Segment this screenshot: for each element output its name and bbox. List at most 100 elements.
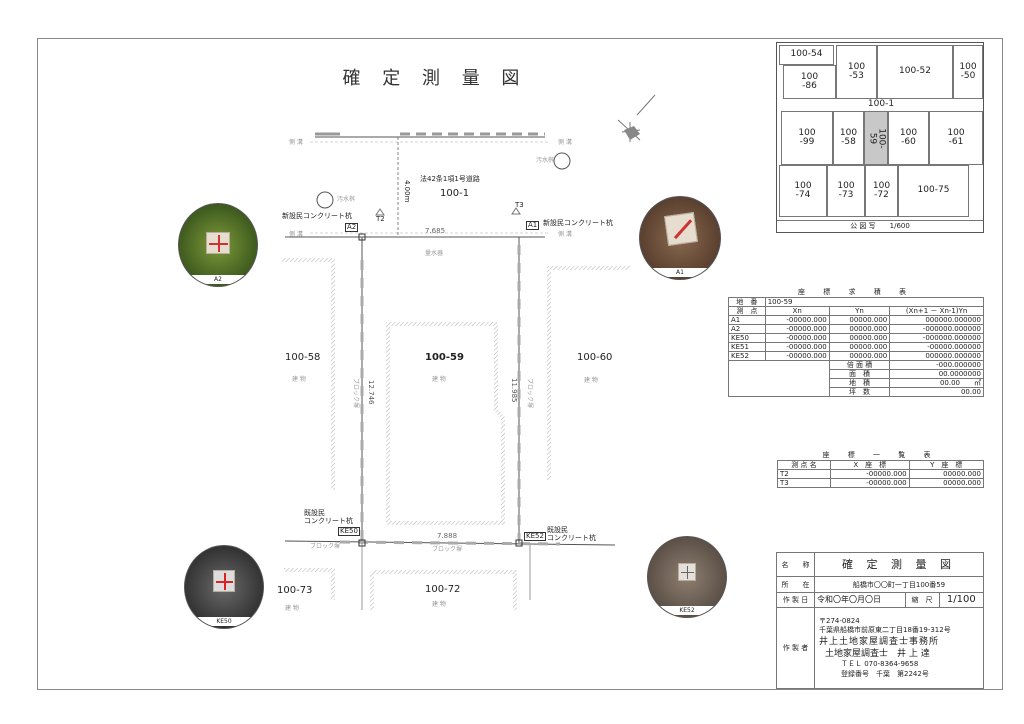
gutter-label: 側 溝	[558, 139, 572, 146]
parcel: 100 -58	[833, 111, 864, 165]
block-wall-label: ブロック塀	[310, 543, 341, 550]
surveyor-name: 土地家屋調査士 井 上 達	[825, 649, 930, 659]
existing-stake-label: 既設民	[304, 509, 325, 517]
table-cell: -00000.000	[764, 333, 830, 343]
scale-label: 縮 尺	[904, 592, 940, 608]
parcel: 100 -72	[865, 165, 898, 217]
building-label: 建 物	[432, 376, 446, 383]
col-header: Xn	[764, 306, 830, 316]
table-cell: 000000.000000	[889, 351, 984, 361]
table-cell: 00000.000	[828, 315, 891, 325]
new-stake-label: 新設民コンクリート杭	[282, 212, 352, 220]
dim-right: 11.985	[510, 378, 518, 403]
stake-photo-icon	[678, 563, 696, 581]
table-cell: -00000.000	[764, 351, 830, 361]
point-ke50: KE50	[338, 527, 360, 536]
sewer-manhole-icon	[316, 191, 334, 209]
gutter-label: 側 溝	[289, 139, 303, 146]
total-label: 倍 面 積	[828, 360, 891, 370]
road-label: 法42条1項1号道路	[420, 175, 480, 183]
point-a2: A2	[345, 223, 359, 232]
sewer-label: 汚水桝	[536, 157, 555, 164]
table-cell: -00000.000	[829, 478, 910, 488]
dim-top: 7.685	[425, 227, 446, 235]
table-cell: -00000.000000	[889, 342, 984, 352]
table-cell: -000000.000000	[889, 324, 984, 334]
sewer-manhole-icon	[553, 152, 571, 170]
building-label: 建 物	[292, 376, 306, 383]
point-t3: T3	[515, 201, 524, 209]
lot-label: 地 番	[728, 297, 766, 307]
location: 船橋市〇〇町一丁目100番59	[814, 576, 984, 593]
buildings	[282, 258, 630, 610]
parcel: 100 -99	[781, 111, 833, 165]
zip: 〒274-0824	[819, 616, 860, 625]
scale: 1/100	[938, 592, 985, 608]
key-map-caption: 公 図 写 1/600	[777, 220, 983, 232]
col-header: Y 座 標	[908, 460, 985, 470]
lot-100-73: 100-73	[277, 585, 313, 596]
photo-a1[interactable]: A1	[639, 196, 721, 280]
table-cell: 00000.000	[828, 333, 891, 343]
office-name: 井上土地家屋調査士事務所	[819, 636, 940, 647]
table-cell: A2	[728, 324, 766, 334]
name-label: 名 称	[776, 552, 815, 577]
table-cell: -00000.000	[764, 342, 830, 352]
lot-boundary	[284, 233, 616, 610]
address: 千葉県船橋市前原東二丁目18番19-312号	[819, 626, 951, 635]
existing-stake-label: コンクリート杭	[547, 534, 596, 542]
lot-100-72: 100-72	[425, 584, 461, 595]
total-label: 面 積	[828, 369, 891, 379]
road-width: 4.00m	[403, 180, 411, 203]
table-cell: -000000.000000	[889, 333, 984, 343]
list-table-title: 座 標 一 覧 表	[816, 451, 945, 461]
col-header: 測 点	[728, 306, 766, 316]
stake-photo-icon	[664, 212, 698, 246]
photo-caption: KE50	[185, 617, 263, 626]
area-table-title-wrap: 座 標 求 積 表	[728, 279, 984, 298]
table-cell: KE51	[728, 342, 766, 352]
total-row: 倍 面 積-000.000000	[728, 360, 984, 397]
drawing-name: 確 定 測 量 図	[814, 552, 984, 577]
date-label: 作 製 日	[776, 592, 815, 608]
location-label: 所 在	[776, 576, 815, 593]
date: 令和〇年〇月〇日	[814, 592, 906, 608]
parcel: 100 -50	[953, 45, 983, 99]
photo-a2[interactable]: A2	[178, 203, 258, 287]
traverse-point-icon	[511, 207, 521, 215]
parcel: 100-52	[877, 45, 953, 99]
total-value: 00.0000000	[889, 369, 984, 379]
table-cell: 00000.000	[908, 478, 985, 488]
table-cell: 000000.000000	[889, 315, 984, 325]
table-cell: 00000.000	[828, 351, 891, 361]
parcel: 100 -73	[827, 165, 865, 217]
col-header: X 座 標	[829, 460, 910, 470]
road-edges	[285, 132, 550, 238]
photo-ke50[interactable]: KE50	[184, 545, 264, 629]
table-cell: 00000.000	[828, 324, 891, 334]
total-label: 坪 数	[828, 387, 891, 397]
registration: 登録番号 千葉 第2242号	[841, 669, 929, 678]
lot-number: 100-59	[764, 297, 985, 307]
table-cell: 00000.000	[828, 342, 891, 352]
table-cell: 00000.000	[908, 469, 985, 479]
photo-ke52[interactable]: KE52	[647, 536, 727, 618]
table-cell: T3	[777, 478, 831, 488]
parcel-subject-label: 100-59	[867, 127, 887, 149]
drawing-frame	[37, 38, 1003, 690]
photo-caption: KE52	[648, 606, 726, 615]
new-stake-label: 新設民コンクリート杭	[543, 219, 613, 227]
table-cell: KE52	[728, 351, 766, 361]
parcel-road: 100-1	[867, 99, 895, 110]
area-table-title: 座 標 求 積 表	[792, 288, 920, 298]
lot-100-58: 100-58	[285, 352, 321, 363]
table-cell: -00000.000	[764, 315, 830, 325]
